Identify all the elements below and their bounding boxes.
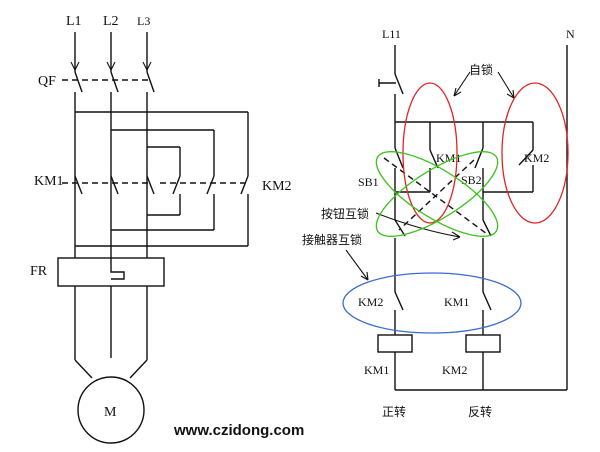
motor: M — [77, 376, 145, 444]
phase-label-l3: L3 — [137, 14, 150, 28]
neutral-label-n: N — [566, 27, 575, 41]
sb2-label: SB2 — [461, 173, 482, 187]
phase-label-l1: L1 — [66, 14, 82, 29]
contactor-interlock-ellipse — [342, 272, 522, 334]
annotations: 自锁 按钮互锁 接触器互锁 — [302, 62, 515, 281]
interlock-contact-km2-label: KM2 — [358, 295, 383, 309]
button-interlock-ellipse-b — [375, 151, 499, 237]
reverse-bus-taps — [75, 111, 249, 176]
contactor-interlock-annotation: 接触器互锁 — [302, 232, 362, 247]
holding-contact-km1-label: KM1 — [436, 151, 461, 165]
holding-contact-km2-label: KM2 — [524, 151, 549, 165]
coil-km2-label: KM2 — [442, 363, 467, 377]
overload-relay-fr — [57, 257, 165, 379]
line-label-l11: L11 — [382, 27, 401, 41]
motor-label: M — [104, 405, 117, 420]
control-wires — [377, 45, 568, 391]
contactor-km2-label: KM2 — [262, 179, 292, 194]
power-circuit: L1 L2 L3 QF — [30, 14, 292, 444]
contactor-km1-label: KM1 — [34, 174, 64, 189]
button-interlock-ellipse-a — [375, 151, 499, 237]
contactor-contacts — [62, 175, 250, 247]
coil-km1-label: KM1 — [364, 363, 389, 377]
caption-reverse: 反转 — [468, 404, 492, 419]
breaker-label: QF — [38, 74, 56, 89]
phase-label-l2: L2 — [103, 14, 119, 29]
site-watermark: www.czidong.com — [173, 422, 304, 439]
button-interlock-annotation: 按钮互锁 — [321, 206, 369, 221]
phase-supply-lines — [70, 32, 152, 72]
interlock-contact-km1-label: KM1 — [444, 295, 469, 309]
self-lock-annotation: 自锁 — [469, 62, 493, 77]
self-lock-ellipse-right — [501, 82, 569, 224]
sb1-label: SB1 — [358, 175, 379, 189]
control-circuit: L11 N — [302, 27, 575, 419]
caption-forward: 正转 — [382, 404, 406, 419]
overload-label: FR — [30, 264, 48, 279]
